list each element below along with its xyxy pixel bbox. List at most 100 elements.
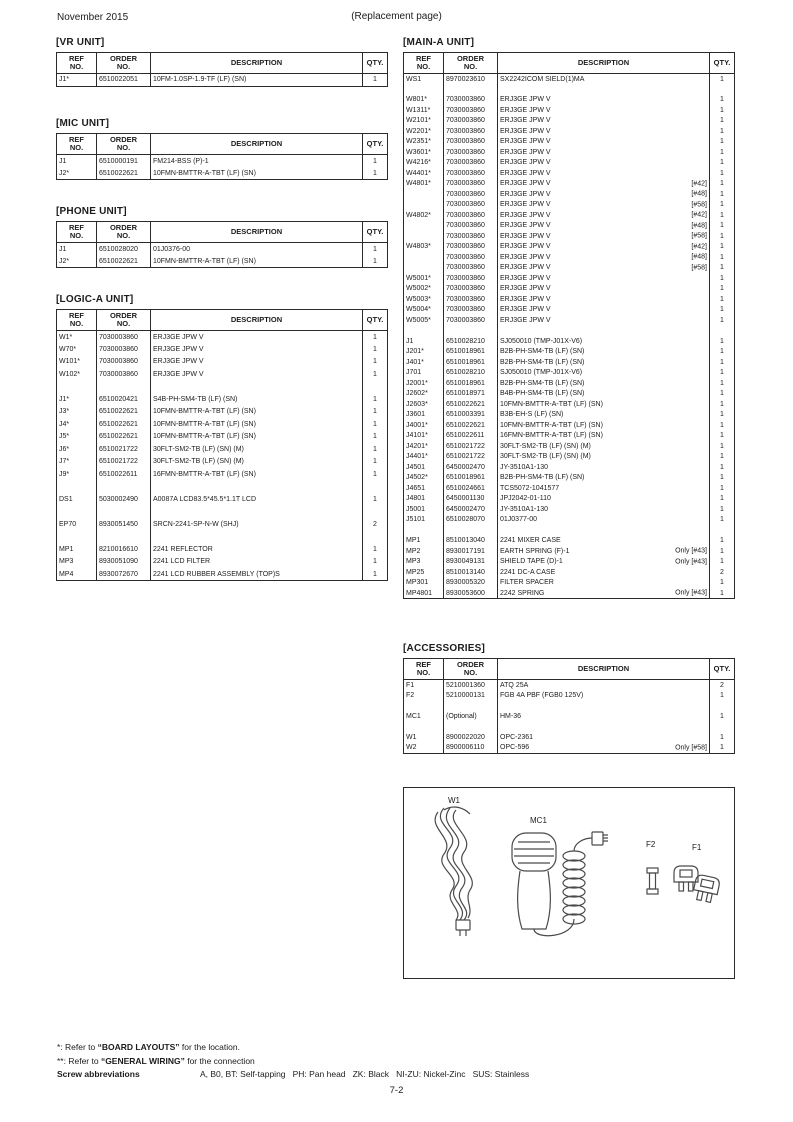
cell-order-no: 7030003860 xyxy=(443,231,498,242)
cell-ref-no: J4501 xyxy=(403,462,444,473)
logic-a-unit-section: [LOGIC-A UNIT] REF NO.ORDER NO.DESCRIPTI… xyxy=(56,294,388,581)
cell-qty: 1 xyxy=(709,231,735,242)
cell-ref-no: J2* xyxy=(56,167,97,180)
cell-order-no: 7030003860 xyxy=(443,189,498,200)
cell-ref-no: F2 xyxy=(403,690,444,701)
cell-ref-no: DS1 xyxy=(56,493,97,506)
diagram-label-w1: W1 xyxy=(448,796,460,805)
f2-fuse-drawing xyxy=(646,867,659,895)
cell-description: 2241 REFLECTOR xyxy=(150,543,363,556)
column-header: DESCRIPTION xyxy=(150,309,363,331)
cell-order-no: 6510024661 xyxy=(443,483,498,494)
column-header: QTY. xyxy=(362,221,388,243)
description-text: ERJ3GE JPW V xyxy=(153,333,204,341)
cell-qty: 1 xyxy=(709,430,735,441)
description-text: ERJ3GE JPW V xyxy=(500,316,551,324)
description-note: [#48] xyxy=(691,253,707,261)
cell-ref-no: W4802* xyxy=(403,210,444,221)
cell-ref-no xyxy=(403,721,444,732)
cell-description: TCS5072-1041577 xyxy=(497,483,710,494)
cell-ref-no: J5101 xyxy=(403,514,444,525)
cell-ref-no: J5* xyxy=(56,430,97,443)
description-text: ERJ3GE JPW V xyxy=(500,96,551,104)
column-header: DESCRIPTION xyxy=(150,133,363,155)
cell-qty: 1 xyxy=(709,199,735,210)
cell-qty: 1 xyxy=(709,462,735,473)
cell-ref-no: MP2 xyxy=(403,546,444,557)
cell-description: ERJ3GE JPW V xyxy=(497,283,710,294)
cell-qty xyxy=(362,505,388,518)
cell-ref-no: W2201* xyxy=(403,126,444,137)
description-text: SHIELD TAPE (D)-1 xyxy=(500,558,563,566)
cell-qty: 1 xyxy=(362,242,388,255)
cell-order-no: 6510021722 xyxy=(96,455,151,468)
cell-order-no: 7030003860 xyxy=(443,252,498,263)
cell-qty: 1 xyxy=(709,514,735,525)
column-header: ORDER NO. xyxy=(96,133,151,155)
column-header: QTY. xyxy=(362,52,388,74)
cell-order-no: 5210001360 xyxy=(443,679,498,690)
cell-description: 01J0377-00 xyxy=(497,514,710,525)
cell-order-no: 6510018961 xyxy=(443,472,498,483)
cell-description: ERJ3GE JPW V xyxy=(497,304,710,315)
spacer-row xyxy=(403,84,735,95)
cell-qty xyxy=(709,84,735,95)
cell-description: Only [#43]SHIELD TAPE (D)-1 xyxy=(497,556,710,567)
cell-ref-no: MP301 xyxy=(403,577,444,588)
cell-qty: 1 xyxy=(362,355,388,368)
accessories-diagram: W1 MC1 F2 F1 xyxy=(403,787,735,979)
description-note: [#58] xyxy=(691,232,707,240)
column-header: QTY. xyxy=(709,52,735,74)
description-text: B3B-EH-S (LF) (SN) xyxy=(500,411,564,419)
cell-order-no: 7030003860 xyxy=(443,115,498,126)
f1-fuse-drawing xyxy=(673,865,720,904)
cell-qty: 2 xyxy=(709,679,735,690)
cell-order-no: 6450002470 xyxy=(443,462,498,473)
column-header: QTY. xyxy=(362,309,388,331)
cell-qty: 1 xyxy=(709,294,735,305)
description-text: ERJ3GE JPW V xyxy=(500,253,551,261)
cell-description: 10FMN-BMTTR-A-TBT (LF) (SN) xyxy=(150,405,363,418)
cell-description: JY-3510A1-130 xyxy=(497,462,710,473)
cell-ref-no xyxy=(403,220,444,231)
cell-ref-no xyxy=(403,525,444,536)
cell-qty: 1 xyxy=(362,154,388,167)
cell-ref-no xyxy=(56,505,97,518)
cell-order-no xyxy=(96,380,151,393)
cell-description: ERJ3GE JPW V xyxy=(150,368,363,381)
cell-order-no: 8930005320 xyxy=(443,577,498,588)
footnote-general-wiring: **: Refer to “GENERAL WIRING” for the co… xyxy=(57,1055,747,1069)
cell-qty: 1 xyxy=(709,94,735,105)
diagram-label-f2: F2 xyxy=(646,840,656,849)
section-title: [ACCESSORIES] xyxy=(403,643,486,654)
w1-cable-drawing xyxy=(434,806,473,936)
section-title: [PHONE UNIT] xyxy=(56,206,127,217)
column-header: DESCRIPTION xyxy=(150,52,363,74)
cell-order-no: 6510018961 xyxy=(443,346,498,357)
cell-order-no: 7030003860 xyxy=(443,147,498,158)
cell-ref-no: W5005* xyxy=(403,315,444,326)
accessories-illustration xyxy=(434,806,720,937)
